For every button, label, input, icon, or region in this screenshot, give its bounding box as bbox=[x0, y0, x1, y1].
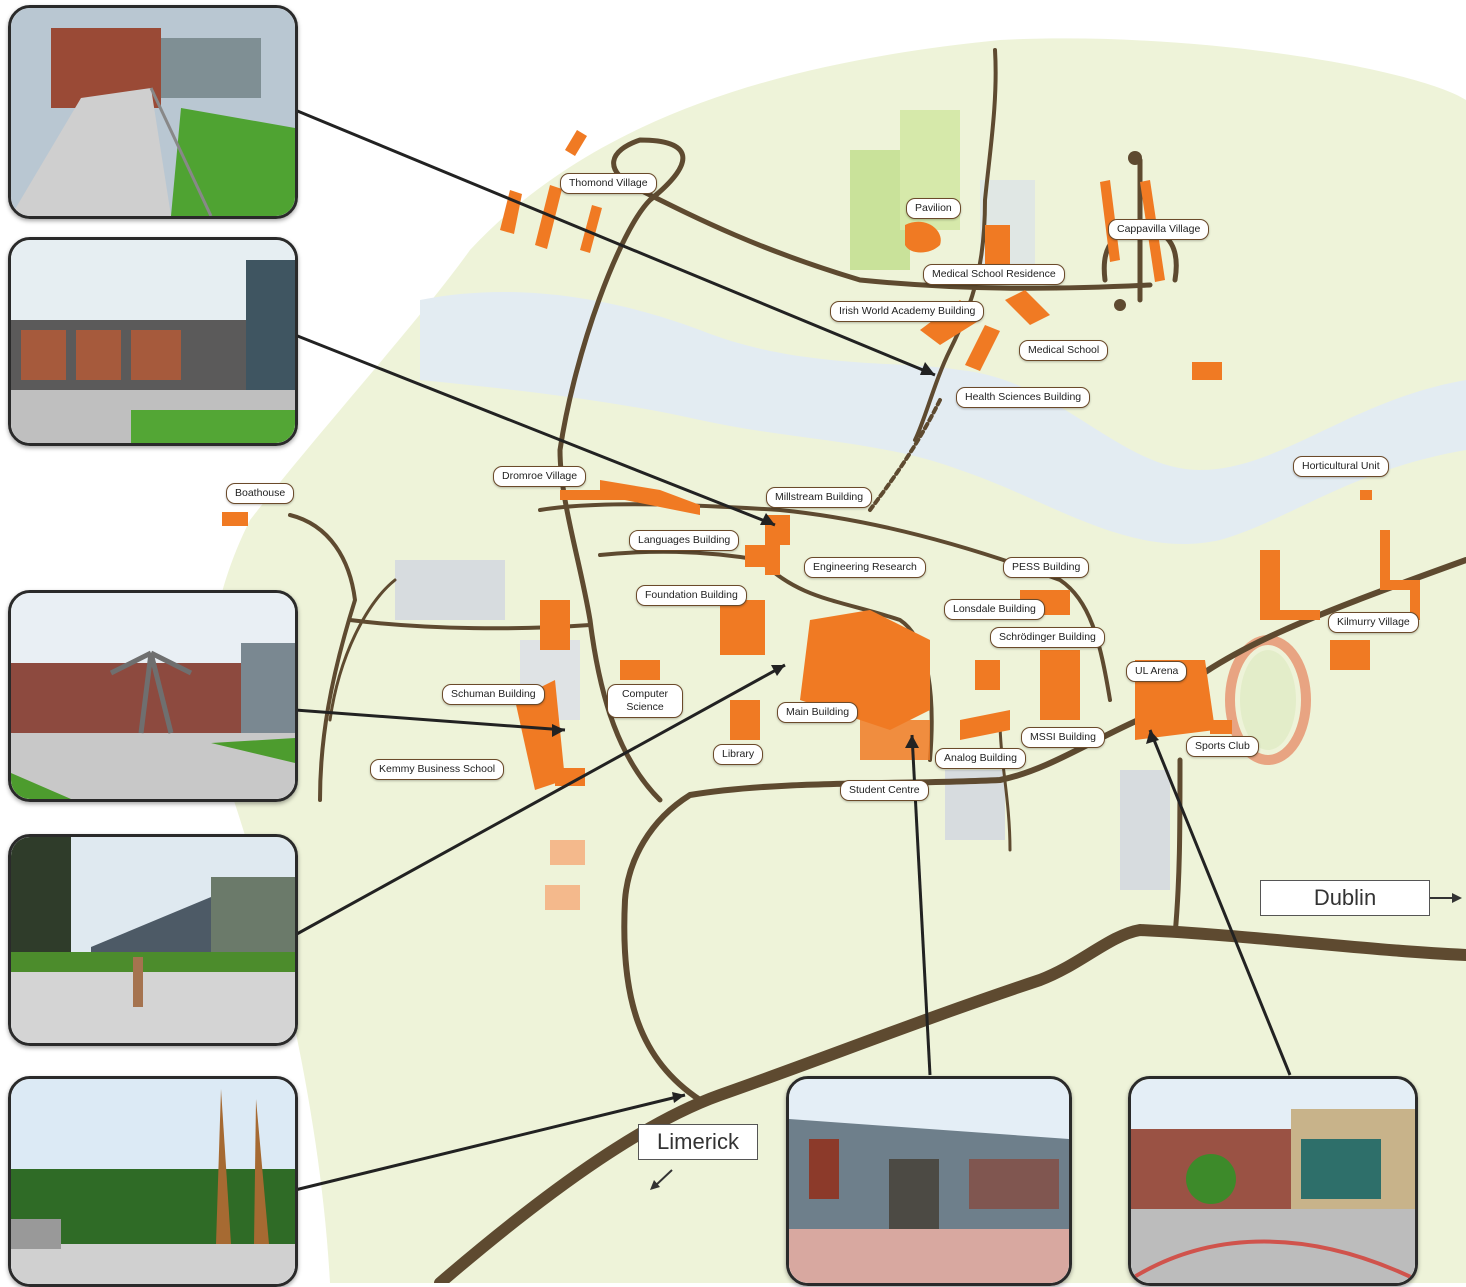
photo-image bbox=[11, 240, 295, 443]
label-mssi-building[interactable]: MSSI Building bbox=[1021, 727, 1105, 748]
label-dromroe-village[interactable]: Dromroe Village bbox=[493, 466, 587, 487]
photo-entrance[interactable] bbox=[8, 1076, 298, 1287]
label-languages-building[interactable]: Languages Building bbox=[629, 530, 740, 551]
label-lonsdale-building[interactable]: Lonsdale Building bbox=[944, 599, 1045, 620]
main-road bbox=[434, 924, 1466, 1283]
label-ul-arena[interactable]: UL Arena bbox=[1126, 661, 1188, 682]
building-pavilion bbox=[905, 221, 941, 253]
label-kemmy-business-school[interactable]: Kemmy Business School bbox=[370, 759, 505, 780]
label-pavilion[interactable]: Pavilion bbox=[906, 198, 961, 219]
arrowhead bbox=[905, 735, 919, 748]
building-thomond bbox=[565, 130, 587, 156]
dublin-arrow-icon bbox=[1452, 893, 1462, 903]
building-health-sciences bbox=[965, 325, 1000, 371]
building-medical-residence bbox=[985, 225, 1010, 265]
label-computer-science[interactable]: Computer Science bbox=[607, 684, 683, 718]
building-library bbox=[730, 700, 760, 740]
building-unit bbox=[1192, 362, 1222, 380]
photo-image bbox=[1131, 1079, 1415, 1283]
label-cappavilla-village[interactable]: Cappavilla Village bbox=[1108, 219, 1210, 240]
label-medical-school-residence[interactable]: Medical School Residence bbox=[923, 264, 1065, 285]
river bbox=[420, 291, 1466, 544]
limerick-sign[interactable]: Limerick bbox=[638, 1124, 758, 1160]
building-schuman bbox=[540, 600, 570, 650]
label-kilmurry-village[interactable]: Kilmurry Village bbox=[1328, 612, 1419, 633]
limerick-arrow-icon bbox=[650, 1180, 660, 1190]
building-dromroe bbox=[600, 480, 700, 515]
campus-road bbox=[998, 718, 1012, 852]
building-kemmy bbox=[555, 768, 585, 786]
label-health-sciences[interactable]: Health Sciences Building bbox=[956, 387, 1091, 408]
building-analog bbox=[960, 710, 1010, 740]
label-boathouse[interactable]: Boathouse bbox=[226, 483, 295, 504]
building-kilmurry bbox=[1330, 640, 1370, 670]
building-thomond bbox=[580, 205, 602, 253]
campus-road bbox=[1172, 757, 1183, 938]
label-student-centre[interactable]: Student Centre bbox=[840, 780, 929, 801]
arrowhead bbox=[672, 1092, 685, 1103]
label-library[interactable]: Library bbox=[713, 744, 764, 765]
label-irish-world-academy[interactable]: Irish World Academy Building bbox=[830, 301, 985, 322]
building-sports-club bbox=[1210, 720, 1232, 734]
building-thomond bbox=[535, 185, 562, 249]
label-horticultural-unit[interactable]: Horticultural Unit bbox=[1293, 456, 1389, 477]
campus-road bbox=[328, 578, 397, 722]
photo-image bbox=[789, 1079, 1069, 1283]
building-lonsdale bbox=[975, 660, 1000, 690]
building-schrodinger bbox=[1040, 650, 1080, 720]
label-schrodinger-building[interactable]: Schrödinger Building bbox=[990, 627, 1105, 648]
photo-image bbox=[11, 837, 295, 1043]
dublin-sign[interactable]: Dublin bbox=[1260, 880, 1430, 916]
photo-image bbox=[11, 8, 295, 216]
car-park bbox=[1120, 770, 1170, 890]
photo-image bbox=[11, 1079, 295, 1284]
photo-health-sciences[interactable] bbox=[8, 5, 298, 219]
building-kilmurry bbox=[1380, 530, 1420, 620]
photo-millstream[interactable] bbox=[8, 237, 298, 446]
building-student-centre bbox=[860, 720, 930, 760]
building-main bbox=[800, 610, 930, 730]
building-kilmurry bbox=[1260, 550, 1320, 620]
building-kemmy bbox=[515, 680, 565, 790]
building-boathouse bbox=[222, 512, 248, 526]
building-horticultural bbox=[1360, 490, 1372, 500]
campus-road bbox=[913, 48, 998, 442]
photo-image bbox=[11, 593, 295, 799]
label-medical-school[interactable]: Medical School bbox=[1019, 340, 1109, 361]
arrowhead bbox=[920, 362, 935, 375]
label-schuman-building[interactable]: Schuman Building bbox=[442, 684, 545, 705]
label-foundation-building[interactable]: Foundation Building bbox=[636, 585, 747, 606]
arrowhead bbox=[552, 724, 565, 737]
photo-main-plaza[interactable] bbox=[8, 590, 298, 802]
label-thomond-village[interactable]: Thomond Village bbox=[560, 173, 657, 194]
car-park bbox=[395, 560, 505, 620]
arrowhead bbox=[1146, 730, 1159, 744]
label-main-building[interactable]: Main Building bbox=[777, 702, 859, 723]
photo-student-centre[interactable] bbox=[786, 1076, 1072, 1286]
label-sports-club[interactable]: Sports Club bbox=[1186, 736, 1259, 757]
label-analog-building[interactable]: Analog Building bbox=[935, 748, 1026, 769]
photo-schuman[interactable] bbox=[8, 834, 298, 1046]
label-engineering-research[interactable]: Engineering Research bbox=[804, 557, 926, 578]
campus-road bbox=[557, 137, 1153, 803]
building-foundation bbox=[720, 600, 765, 655]
photo-ul-arena[interactable] bbox=[1128, 1076, 1418, 1286]
building-engineering bbox=[765, 550, 780, 575]
label-pess-building[interactable]: PESS Building bbox=[1003, 557, 1090, 578]
building-outline bbox=[550, 840, 585, 865]
footbridge bbox=[868, 398, 942, 512]
campus-road bbox=[288, 513, 357, 802]
label-millstream-building[interactable]: Millstream Building bbox=[766, 487, 873, 508]
arrowhead bbox=[760, 513, 775, 525]
building-outline bbox=[545, 885, 580, 910]
building-medical-school bbox=[1005, 290, 1050, 325]
arrowhead bbox=[771, 665, 785, 676]
building-computer-science bbox=[620, 660, 660, 680]
